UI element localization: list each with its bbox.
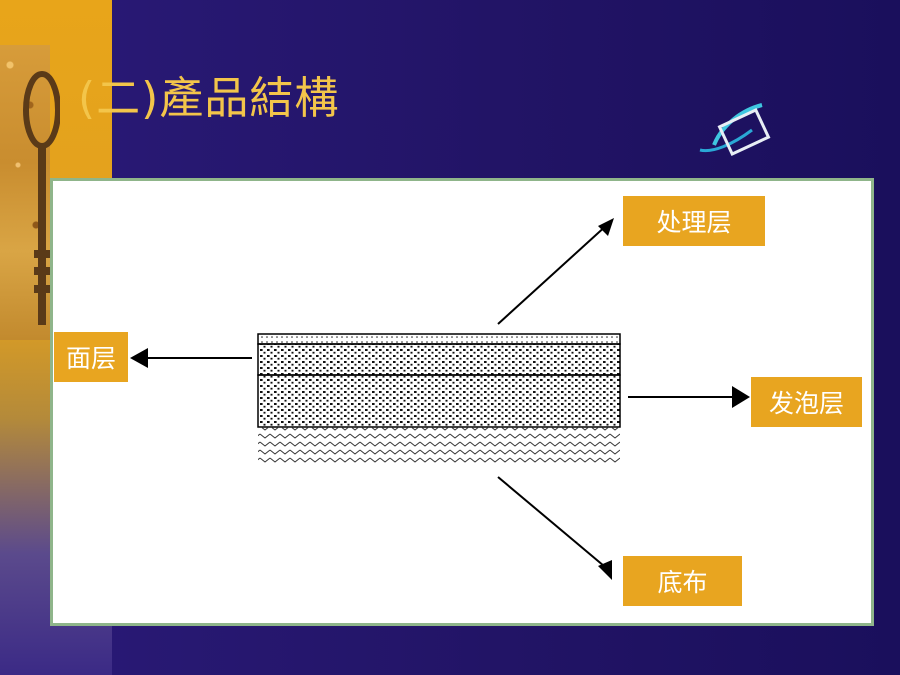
backing-cloth-band: [258, 427, 620, 464]
page-title: (二)產品結構: [78, 73, 340, 124]
key-icon: [23, 71, 60, 325]
foam-layer-band: [257, 374, 621, 428]
label-treatment-layer: 处理层: [623, 196, 765, 246]
arrow-to-foam-layer: [628, 386, 750, 408]
arrow-to-surface-layer: [130, 348, 252, 368]
surface-layer-band: [257, 343, 621, 376]
arrow-to-backing-cloth: [497, 476, 612, 580]
arrow-to-treatment-layer: [497, 218, 614, 325]
label-surface-layer: 面层: [54, 332, 128, 382]
treatment-layer-band: [257, 333, 621, 345]
layer-stack: [257, 333, 621, 464]
label-foam-layer: 发泡层: [751, 377, 862, 427]
company-logo-icon: [699, 103, 771, 157]
label-backing-cloth: 底布: [623, 556, 742, 606]
